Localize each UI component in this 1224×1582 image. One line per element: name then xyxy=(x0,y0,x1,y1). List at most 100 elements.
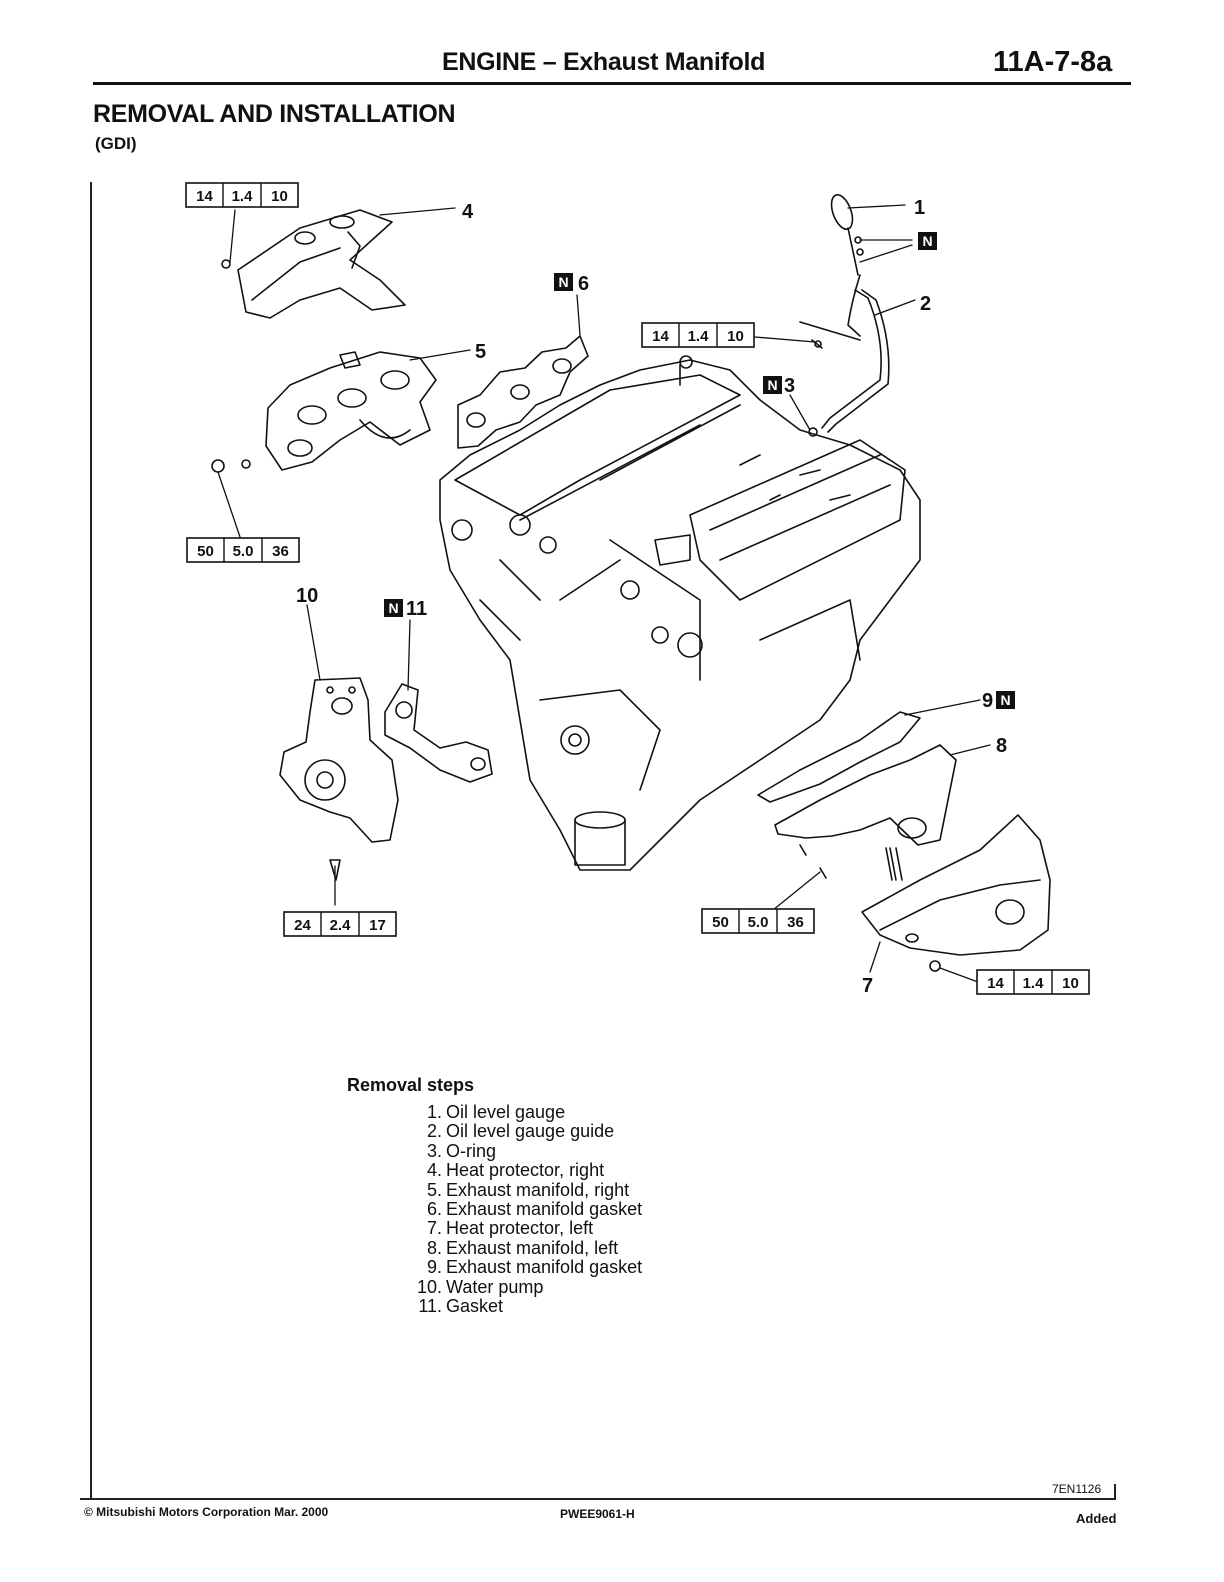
gasket-illustration xyxy=(384,683,493,783)
removal-step-number: 3. xyxy=(426,1140,442,1161)
removal-step-number: 8. xyxy=(426,1237,442,1258)
removal-step: 4.Heat protector, right xyxy=(400,1160,642,1181)
new-part-badge-gauge-orings: N xyxy=(918,232,937,250)
removal-step-number: 6. xyxy=(426,1199,442,1220)
removal-step: 11.Gasket xyxy=(400,1296,642,1317)
svg-text:14: 14 xyxy=(196,188,213,205)
new-part-badge-9: N xyxy=(996,691,1015,709)
new-part-badge-6: N xyxy=(554,273,573,291)
svg-text:N: N xyxy=(558,274,568,290)
callout-6: 6 xyxy=(578,273,589,295)
new-part-badges: N N N N N xyxy=(384,232,1015,709)
callout-3: 3 xyxy=(784,375,795,397)
svg-text:50: 50 xyxy=(712,914,729,931)
svg-text:N: N xyxy=(922,233,932,249)
svg-text:1.4: 1.4 xyxy=(232,188,254,205)
oil-level-gauge-illustration xyxy=(799,194,890,437)
removal-steps-title: Removal steps xyxy=(347,1075,475,1095)
svg-text:14: 14 xyxy=(987,975,1004,992)
heat-protector-left-illustration xyxy=(861,814,1051,972)
removal-step-number: 1. xyxy=(426,1102,442,1122)
svg-text:N: N xyxy=(388,600,398,616)
removal-step: 8.Exhaust manifold, left xyxy=(400,1237,642,1258)
water-pump-illustration xyxy=(279,677,399,881)
frame-bottom-rule xyxy=(80,1498,1116,1500)
callout-10: 10 xyxy=(296,585,318,607)
removal-step-number: 7. xyxy=(426,1218,442,1239)
removal-step: 5.Exhaust manifold, right xyxy=(400,1179,642,1200)
callout-1: 1 xyxy=(914,197,925,219)
svg-text:10: 10 xyxy=(1062,975,1079,992)
heat-protector-right-illustration xyxy=(221,209,406,319)
engine-block-illustration xyxy=(439,355,921,871)
exhaust-manifold-gasket-right-illustration xyxy=(457,335,589,449)
page-number: 11A-7-8a xyxy=(993,46,1113,78)
svg-text:5.0: 5.0 xyxy=(233,543,254,560)
removal-step-number: 11. xyxy=(418,1296,442,1317)
removal-step-number: 10. xyxy=(416,1276,442,1297)
removal-step-text: Exhaust manifold, left xyxy=(446,1237,619,1258)
frame-right-stub xyxy=(1114,1484,1116,1500)
svg-text:N: N xyxy=(1000,692,1010,708)
removal-step-text: Oil level gauge guide xyxy=(446,1121,615,1142)
callout-11: 11 xyxy=(406,598,427,620)
torque-spec-heat-protector-right: 14 1.4 10 xyxy=(185,182,299,208)
torque-spec-water-pump: 24 2.4 17 xyxy=(283,911,397,937)
section-subtitle: (GDI) xyxy=(95,134,137,153)
callout-5: 5 xyxy=(475,341,486,363)
torque-spec-boxes: 14 1.4 10 14 1.4 10 50 5.0 36 24 2.4 17 xyxy=(185,182,1090,995)
exhaust-manifold-gasket-left-illustration xyxy=(757,711,921,803)
svg-text:N: N xyxy=(767,377,777,393)
new-part-badge-3: N xyxy=(763,376,782,394)
svg-text:5.0: 5.0 xyxy=(748,914,769,931)
removal-step-text: Oil level gauge xyxy=(446,1102,566,1122)
new-part-badge-11: N xyxy=(384,599,403,617)
frame-left-rule xyxy=(90,182,92,1498)
footer-copyright: © Mitsubishi Motors Corporation Mar. 200… xyxy=(84,1505,329,1519)
removal-step-number: 9. xyxy=(426,1257,442,1278)
removal-step-text: Exhaust manifold gasket xyxy=(446,1199,643,1220)
removal-step-text: Exhaust manifold gasket xyxy=(446,1257,643,1278)
header-rule xyxy=(93,82,1131,85)
removal-step-text: O-ring xyxy=(446,1140,497,1161)
exhaust-manifold-right-illustration xyxy=(211,351,437,473)
section-title: REMOVAL AND INSTALLATION xyxy=(93,100,456,128)
svg-text:10: 10 xyxy=(727,328,744,345)
callout-2: 2 xyxy=(920,293,931,315)
footer-status: Added xyxy=(1076,1511,1117,1526)
callout-8: 8 xyxy=(996,735,1007,757)
svg-text:2.4: 2.4 xyxy=(330,917,352,934)
removal-step: 9.Exhaust manifold gasket xyxy=(400,1257,643,1278)
svg-text:36: 36 xyxy=(787,914,804,931)
removal-step-number: 4. xyxy=(426,1160,442,1181)
exhaust-manifold-left-illustration xyxy=(774,744,957,881)
removal-step-number: 5. xyxy=(426,1179,442,1200)
torque-spec-heat-protector-left: 14 1.4 10 xyxy=(976,969,1090,995)
svg-text:17: 17 xyxy=(369,917,386,934)
header-title: ENGINE – Exhaust Manifold xyxy=(442,48,766,76)
removal-step: 6.Exhaust manifold gasket xyxy=(400,1199,643,1220)
torque-spec-gauge-guide: 14 1.4 10 xyxy=(641,322,755,348)
svg-text:10: 10 xyxy=(271,188,288,205)
removal-step-number: 2. xyxy=(426,1121,442,1142)
svg-text:36: 36 xyxy=(272,543,289,560)
removal-step-text: Gasket xyxy=(446,1296,504,1317)
figure-id: 7EN1126 xyxy=(1052,1482,1102,1496)
removal-step: 3.O-ring xyxy=(400,1140,642,1161)
torque-spec-manifold-right: 50 5.0 36 xyxy=(186,537,300,563)
torque-spec-manifold-left: 50 5.0 36 xyxy=(701,908,815,934)
removal-step: 7.Heat protector, left xyxy=(400,1218,642,1239)
svg-text:1.4: 1.4 xyxy=(688,328,710,345)
callout-leader-lines xyxy=(217,204,991,983)
svg-text:1.4: 1.4 xyxy=(1023,975,1045,992)
removal-step: 1.Oil level gauge xyxy=(400,1102,642,1122)
removal-step-text: Water pump xyxy=(446,1276,544,1297)
footer-doc-code: PWEE9061-H xyxy=(560,1507,635,1521)
removal-step-text: Heat protector, right xyxy=(446,1160,605,1181)
svg-text:14: 14 xyxy=(652,328,669,345)
removal-step-text: Heat protector, left xyxy=(446,1218,594,1239)
svg-text:24: 24 xyxy=(294,917,311,934)
callout-9: 9 xyxy=(982,690,993,712)
callout-4: 4 xyxy=(462,201,474,223)
